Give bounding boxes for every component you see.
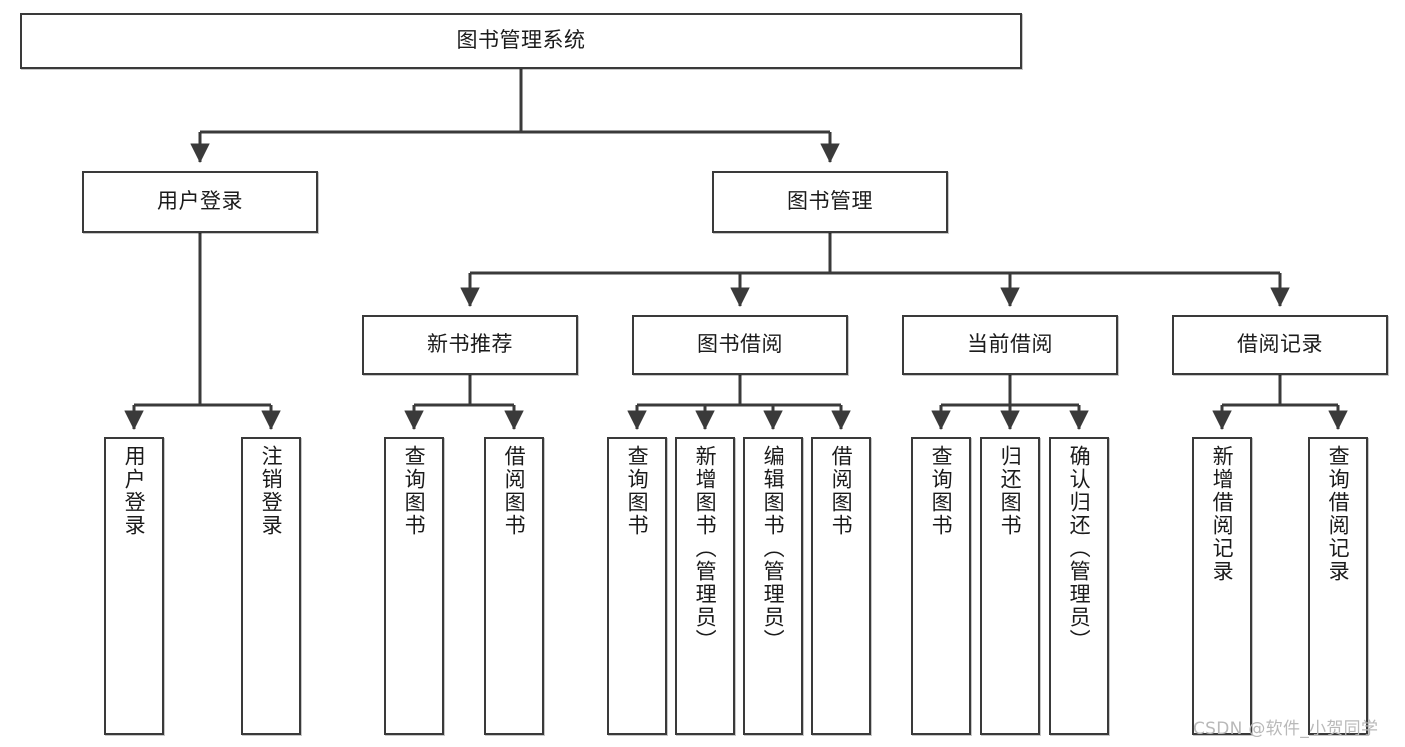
node-label: 图书借阅: [697, 332, 783, 357]
node-label: 借阅图书: [829, 445, 854, 537]
node-leaf-query-book-borrow[interactable]: 查询图书: [607, 437, 667, 735]
node-label: 图书管理: [787, 189, 873, 214]
node-label: 当前借阅: [967, 332, 1053, 357]
node-borrow-record[interactable]: 借阅记录: [1172, 315, 1388, 375]
node-label: 新书推荐: [427, 332, 513, 357]
node-label: 查询图书: [929, 445, 954, 537]
node-leaf-borrow-book[interactable]: 借阅图书: [811, 437, 871, 735]
node-label: 图书管理系统: [456, 28, 586, 53]
node-leaf-add-borrow-record[interactable]: 新增借阅记录: [1192, 437, 1252, 735]
watermark-text: CSDN @软件_小贺同学: [1193, 719, 1379, 739]
node-leaf-query-book-recommend[interactable]: 查询图书: [384, 437, 444, 735]
node-leaf-add-book-admin[interactable]: 新增图书（管理员）: [675, 437, 735, 735]
node-current-borrow[interactable]: 当前借阅: [902, 315, 1118, 375]
node-label: 编辑图书（管理员）: [761, 445, 786, 652]
node-label: 查询图书: [625, 445, 650, 537]
node-user-login[interactable]: 用户登录: [82, 171, 318, 233]
node-label: 借阅图书: [502, 445, 527, 537]
node-label: 确认归还（管理员）: [1067, 445, 1092, 652]
node-book-management[interactable]: 图书管理: [712, 171, 948, 233]
node-leaf-return-book[interactable]: 归还图书: [980, 437, 1040, 735]
node-leaf-edit-book-admin[interactable]: 编辑图书（管理员）: [743, 437, 803, 735]
node-root-book-management-system[interactable]: 图书管理系统: [20, 13, 1022, 69]
node-label: 用户登录: [122, 445, 147, 537]
node-leaf-user-login[interactable]: 用户登录: [104, 437, 164, 735]
node-leaf-query-borrow-record[interactable]: 查询借阅记录: [1308, 437, 1368, 735]
node-new-book-recommend[interactable]: 新书推荐: [362, 315, 578, 375]
node-label: 新增图书（管理员）: [693, 445, 718, 652]
node-label: 归还图书: [998, 445, 1023, 537]
node-label: 新增借阅记录: [1210, 445, 1235, 583]
node-leaf-borrow-book-recommend[interactable]: 借阅图书: [484, 437, 544, 735]
node-label: 注销登录: [259, 445, 284, 537]
node-label: 用户登录: [157, 189, 243, 214]
node-label: 查询图书: [402, 445, 427, 537]
node-leaf-query-book-current[interactable]: 查询图书: [911, 437, 971, 735]
node-book-borrow[interactable]: 图书借阅: [632, 315, 848, 375]
node-label: 查询借阅记录: [1326, 445, 1351, 583]
node-leaf-logout[interactable]: 注销登录: [241, 437, 301, 735]
node-leaf-confirm-return-admin[interactable]: 确认归还（管理员）: [1049, 437, 1109, 735]
node-label: 借阅记录: [1237, 332, 1323, 357]
